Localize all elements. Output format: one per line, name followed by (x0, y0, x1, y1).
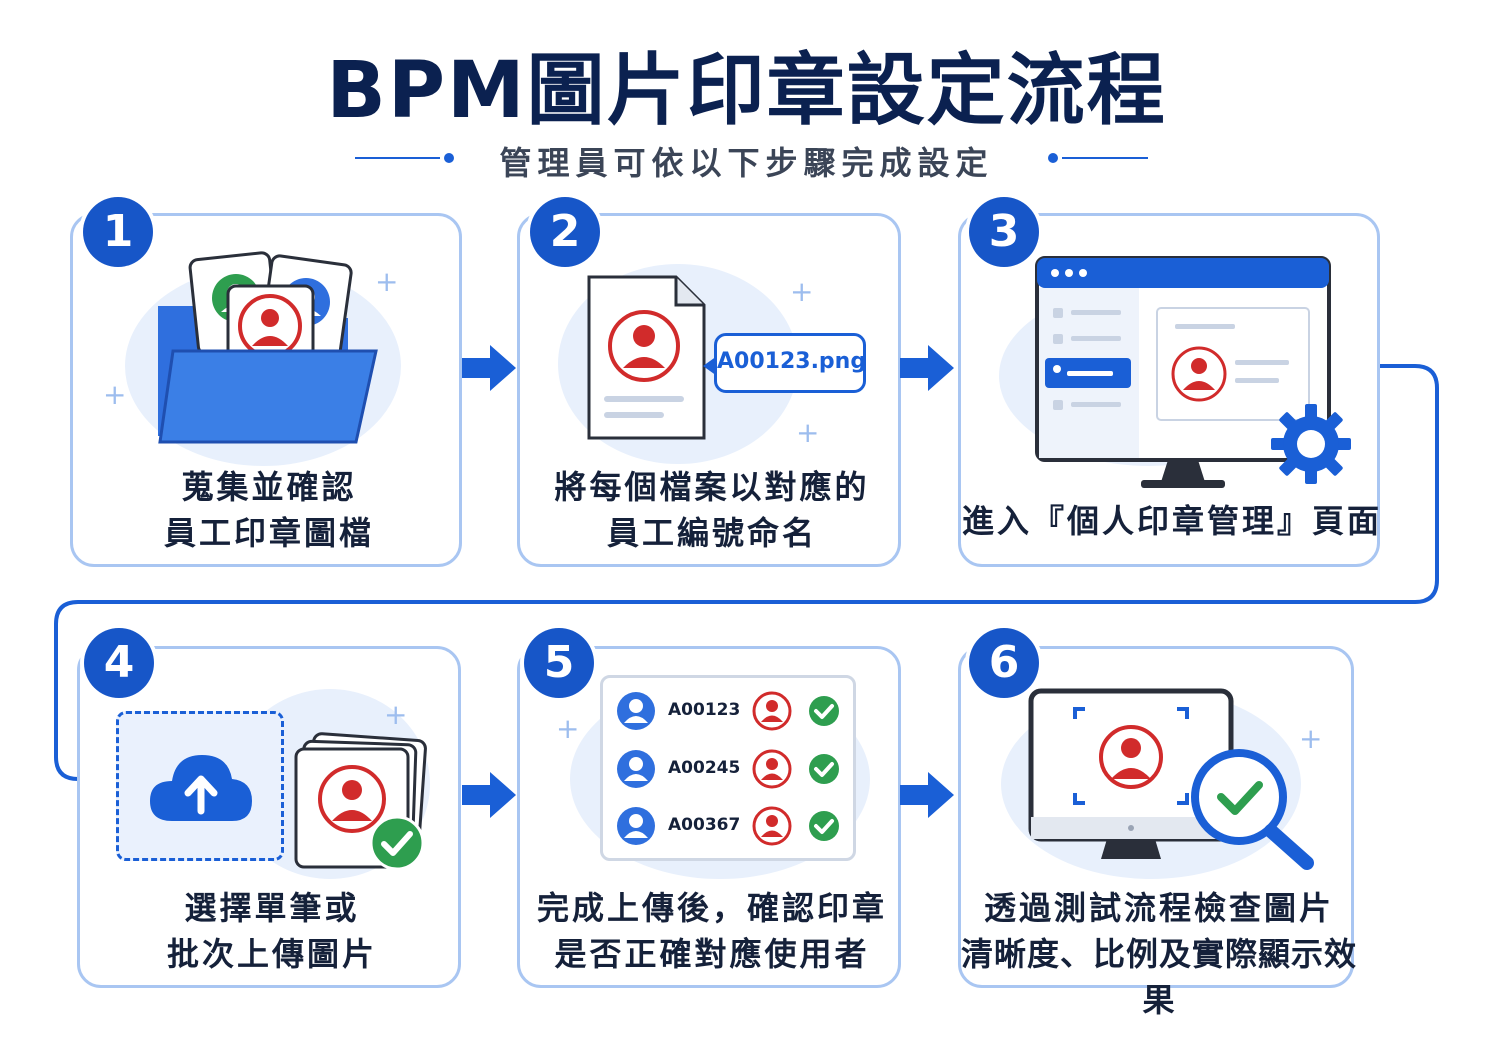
sparkle-icon: + (796, 416, 820, 449)
step-card-3: 進入『個人印章管理』頁面 (958, 213, 1380, 567)
arrow-right-icon (462, 772, 516, 818)
file-icon (587, 275, 706, 440)
step-badge: 1 (83, 197, 153, 267)
magnifier-icon (1191, 749, 1314, 870)
sparkle-icon: + (384, 698, 408, 731)
subtitle-line-left (355, 157, 440, 159)
step-card-1: + + 蒐集並確認員工印章圖檔 (70, 213, 462, 567)
step-badge: 2 (530, 197, 600, 267)
step-card-5: + A00123 A00245 A00367 完成上傳後，確認印章是否正確對應使… (517, 646, 901, 988)
list-item: A00367 (616, 804, 846, 848)
step-caption: 透過測試流程檢查圖片清晰度、比例及實際顯示效果 (961, 889, 1358, 1019)
step-badge: 6 (969, 628, 1039, 698)
step-card-2: + + A00123.png 將每個檔案以對應的員工編號命名 (517, 213, 901, 567)
check-icon (809, 696, 839, 726)
user-icon (617, 807, 655, 845)
user-icon (617, 692, 655, 730)
step-card-4: + 選擇單筆或批次上傳圖片 (77, 646, 461, 988)
subtitle-dot-left (444, 153, 454, 163)
subtitle: 管理員可依以下步驟完成設定 (499, 144, 994, 182)
employee-id: A00367 (668, 815, 741, 835)
sparkle-icon: + (375, 265, 399, 298)
folder-icon (158, 251, 378, 444)
step-badge: 3 (969, 197, 1039, 267)
check-icon (809, 754, 839, 784)
monitor-icon (1028, 688, 1234, 859)
photo-stack-icon (294, 732, 427, 869)
stamp-icon (752, 749, 792, 789)
arrow-right-icon (900, 345, 954, 391)
check-icon (809, 811, 839, 841)
step-caption: 蒐集並確認員工印章圖檔 (163, 468, 374, 552)
cloud-upload-icon (150, 755, 252, 821)
employee-id: A00245 (668, 758, 741, 778)
monitor-window-icon (1035, 256, 1331, 488)
subtitle-row: 管理員可依以下步驟完成設定 (0, 134, 1493, 184)
step-caption: 完成上傳後，確認印章是否正確對應使用者 (536, 889, 887, 973)
step-caption: 將每個檔案以對應的員工編號命名 (554, 468, 870, 552)
arrow-right-icon (900, 772, 954, 818)
sparkle-icon: + (790, 275, 814, 308)
filename-tag-tail (703, 356, 717, 376)
user-icon (617, 750, 655, 788)
filename-text: A00123.png (717, 349, 867, 374)
stamp-icon (752, 691, 792, 731)
step-card-6: + 透過測試流程檢查圖片清晰度、比例及實際顯示效果 (958, 646, 1356, 1019)
step-badge: 4 (84, 628, 154, 698)
page-title: BPM圖片印章設定流程 (326, 46, 1167, 136)
employee-id: A00123 (668, 700, 741, 720)
step-badge: 5 (524, 628, 594, 698)
stamp-icon (752, 806, 792, 846)
gear-icon (1271, 404, 1351, 484)
step-caption: 進入『個人印章管理』頁面 (961, 502, 1382, 540)
sparkle-icon: + (103, 378, 127, 411)
step-caption: 選擇單筆或批次上傳圖片 (166, 889, 377, 973)
sparkle-icon: + (556, 712, 580, 745)
check-icon (369, 815, 425, 871)
subtitle-dot-right (1048, 153, 1058, 163)
sparkle-icon: + (1299, 722, 1323, 755)
subtitle-line-right (1062, 157, 1148, 159)
filename-tag: A00123.png (703, 333, 867, 393)
list-item: A00245 (616, 747, 846, 791)
list-item: A00123 (616, 689, 846, 733)
arrow-right-icon (462, 345, 516, 391)
